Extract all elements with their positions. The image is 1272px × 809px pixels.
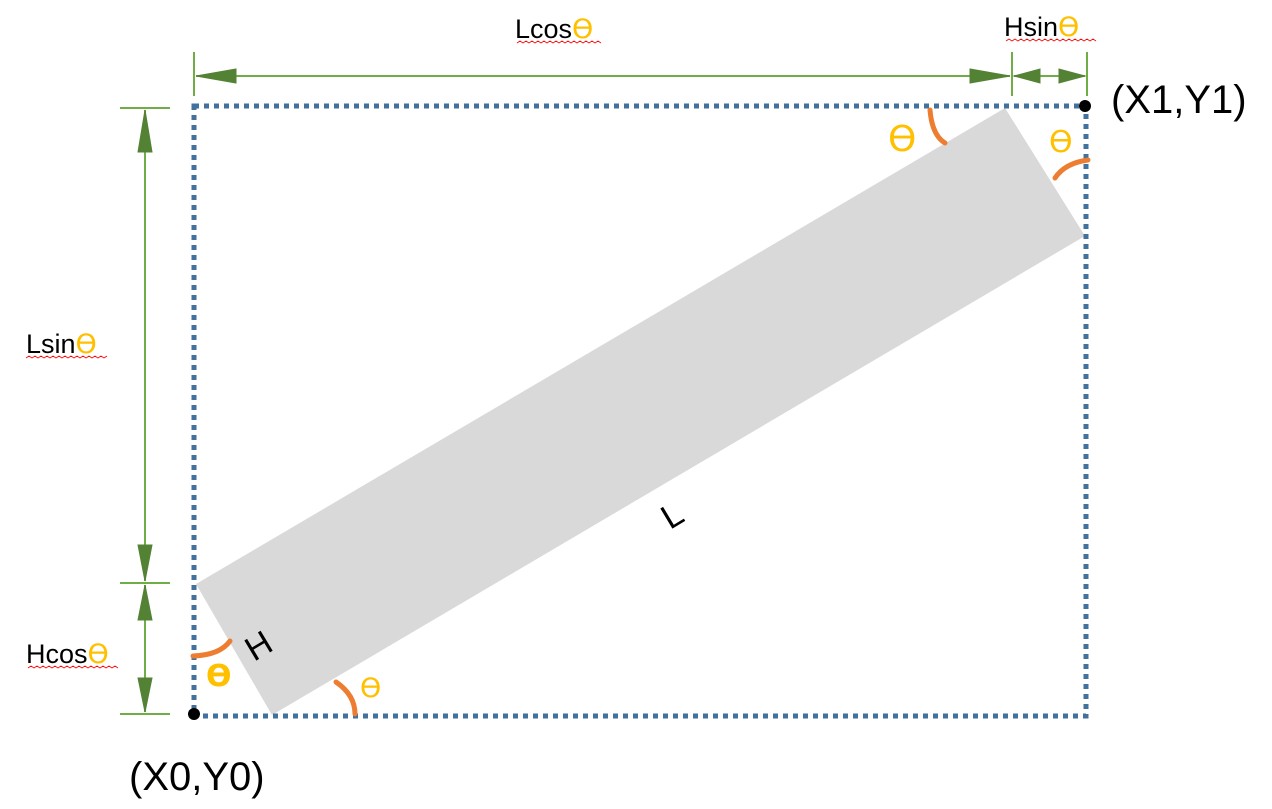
point-x1-y1-label: (X1,Y1) xyxy=(1111,78,1247,122)
theta-bottom-left-corner: ϴ xyxy=(206,659,232,694)
point-x0-y0-label: (X0,Y0) xyxy=(129,755,265,799)
theta-top-left-corner: ϴ xyxy=(888,119,916,160)
left-dimension-lines xyxy=(120,107,170,715)
top-dimension-arrowheads xyxy=(195,68,1087,84)
hcos-label: Hcosϴ xyxy=(26,639,109,670)
rotated-rectangle xyxy=(196,108,1085,715)
angle-arcs xyxy=(190,107,1091,717)
point-x0-y0-marker xyxy=(188,708,200,720)
left-dimension-arrowheads xyxy=(137,109,153,713)
hcos-spell-underline xyxy=(27,665,119,669)
length-label: L xyxy=(655,495,691,537)
top-dimension-lines xyxy=(193,52,1088,96)
hsin-label: Hsinϴ xyxy=(1004,12,1079,43)
lsin-label: Lsinϴ xyxy=(26,329,97,360)
hsin-spell-underline xyxy=(1005,38,1097,42)
theta-top-right-corner: ϴ xyxy=(1049,125,1073,160)
theta-bottom-corner: ϴ xyxy=(360,673,381,704)
lcos-label: Lcosϴ xyxy=(515,14,593,45)
point-x1-y1-marker xyxy=(1079,100,1091,112)
lcos-spell-underline xyxy=(516,40,602,44)
lsin-spell-underline xyxy=(25,355,108,359)
